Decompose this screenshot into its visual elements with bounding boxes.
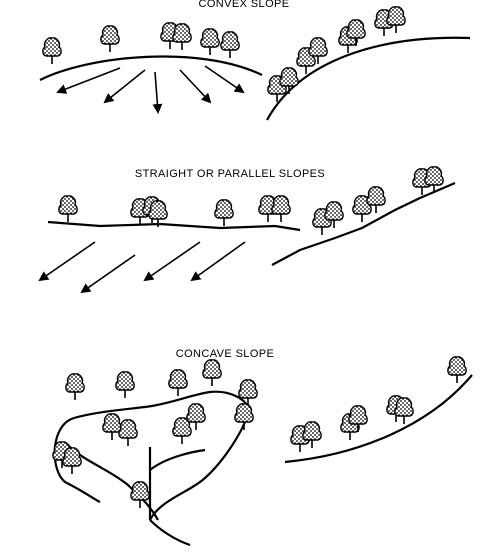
straight-slope-runoff-arrows [38, 241, 246, 294]
straight-slope-incline-line [271, 181, 456, 266]
arrow-icon [204, 65, 245, 94]
tree-icon [100, 25, 120, 53]
tree-icon [386, 6, 406, 34]
convex-slope-side-line [266, 36, 471, 121]
tree-icon [238, 379, 258, 407]
tree-icon [172, 23, 192, 51]
arrow-icon [190, 241, 246, 282]
concave-slope-line [284, 374, 473, 464]
concave-valley-trees [52, 359, 258, 509]
tree-icon [394, 397, 414, 425]
tree-icon [200, 28, 220, 56]
straight-incline-trees [312, 166, 444, 236]
arrow-icon [80, 254, 136, 294]
arrow-icon [103, 69, 146, 104]
tree-icon [220, 31, 240, 59]
convex-slope-hill-line [39, 55, 263, 81]
tree-icon [271, 195, 291, 223]
tree-icon [447, 356, 467, 384]
tree-icon [148, 200, 168, 228]
straight-slope-trees [58, 195, 291, 228]
arrow-icon [179, 69, 212, 104]
tree-icon [65, 373, 85, 401]
tree-icon [118, 419, 138, 447]
convex-side-trees [267, 6, 406, 103]
concave-valley-lines [53, 390, 250, 547]
arrow-icon [56, 67, 121, 94]
tree-icon [115, 371, 135, 399]
tree-icon [58, 195, 78, 223]
arrow-icon [38, 241, 96, 282]
straight-slope-ground-line [47, 220, 301, 232]
caption-concave-slope: CONCAVE SLOPE [175, 348, 275, 360]
tree-icon [234, 403, 254, 431]
caption-straight-slopes: STRAIGHT OR PARALLEL SLOPES [134, 168, 326, 180]
tree-icon [168, 369, 188, 397]
tree-icon [214, 199, 234, 227]
convex-slope-runoff-arrows [56, 65, 245, 114]
tree-icon [62, 447, 82, 475]
tree-icon [42, 37, 62, 65]
arrow-icon [152, 71, 163, 114]
caption-convex-slope: CONVEX SLOPE [198, 0, 290, 10]
arrow-icon [143, 241, 201, 282]
tree-icon [102, 413, 122, 441]
tree-icon [202, 359, 222, 387]
